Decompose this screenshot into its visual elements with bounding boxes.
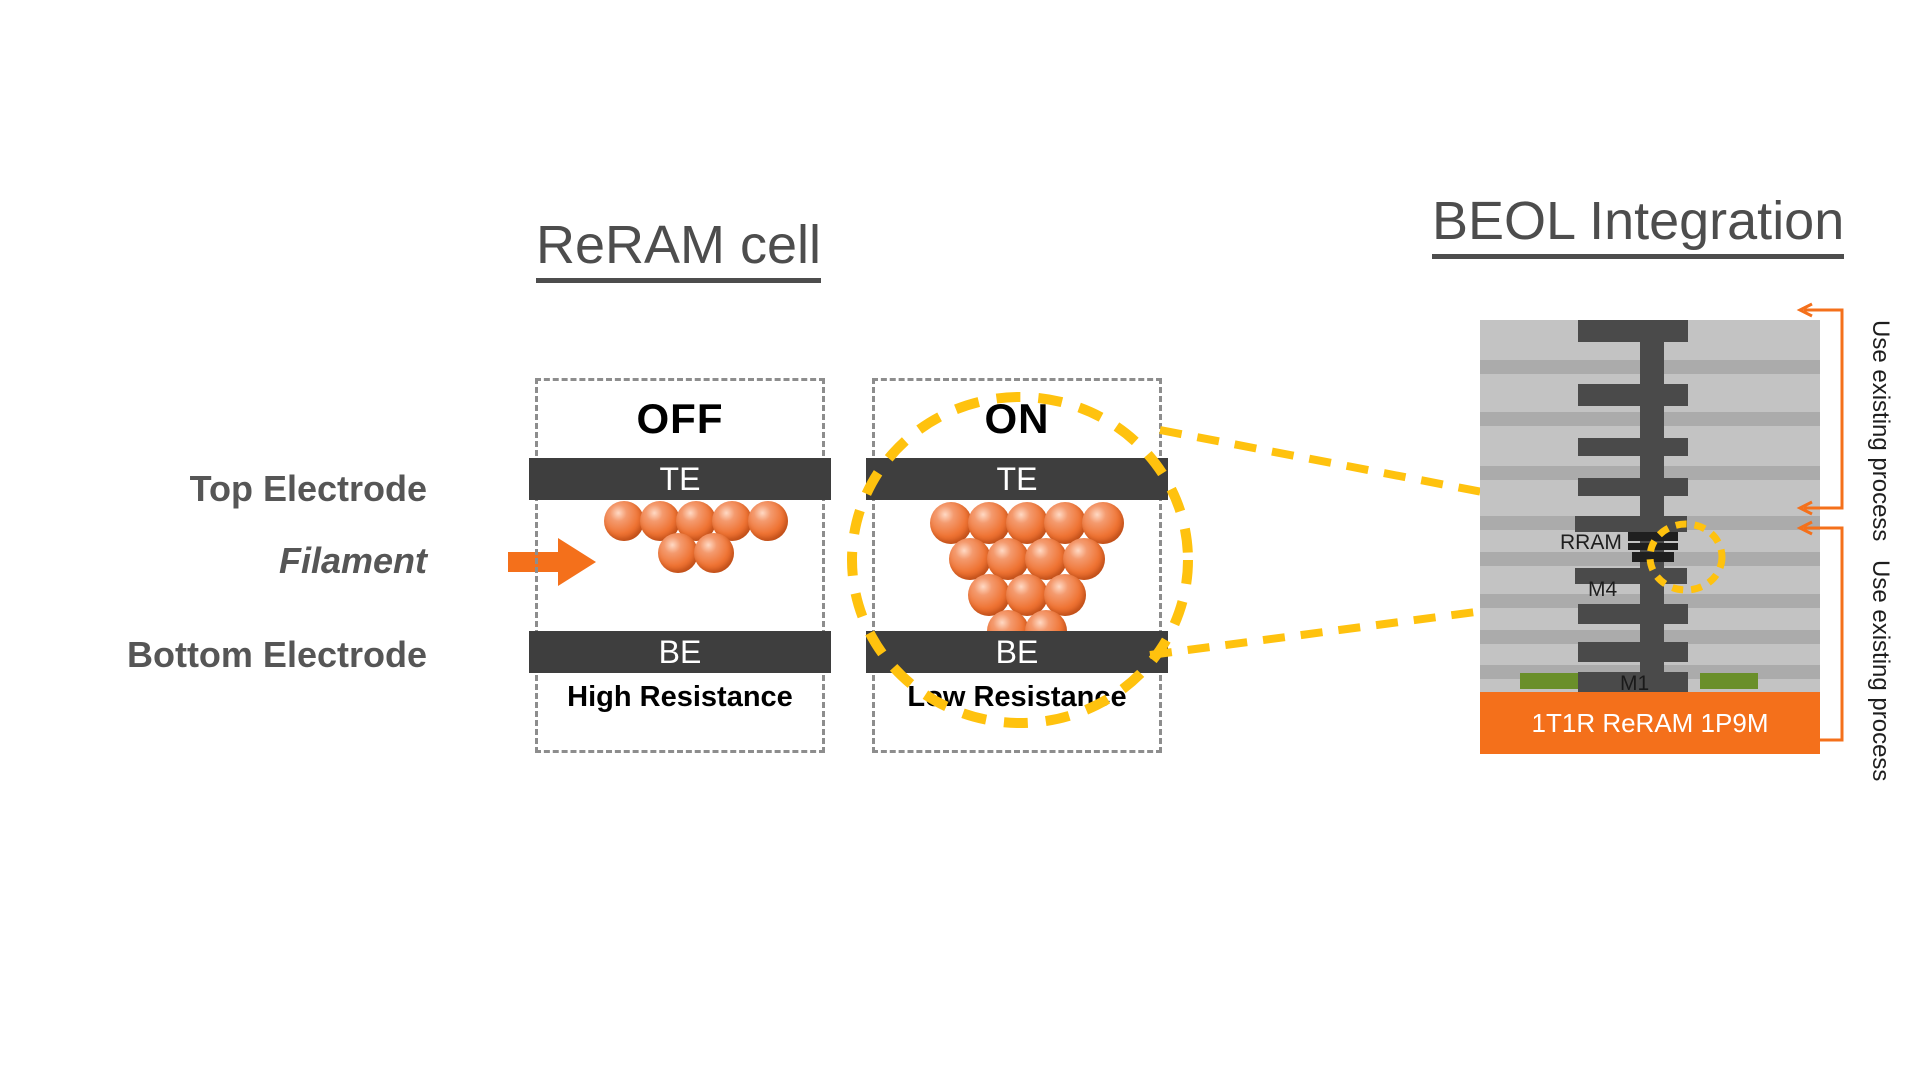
label-filament: Filament bbox=[278, 540, 427, 581]
filament-particle bbox=[748, 501, 788, 541]
metal-line-m5 bbox=[1575, 516, 1687, 532]
resistance-label: Low Resistance bbox=[907, 681, 1127, 713]
rram-switching-layer bbox=[1628, 543, 1678, 550]
rram-label: RRAM bbox=[1560, 531, 1622, 554]
poly-gate-right bbox=[1700, 673, 1758, 689]
bottom-electrode-bar: BE bbox=[529, 631, 831, 673]
m1-label: M1 bbox=[1620, 672, 1650, 695]
rram-top-electrode bbox=[1628, 532, 1678, 541]
via-column bbox=[1640, 324, 1664, 684]
reram-cell-off: OFF TE BE High Resistance bbox=[529, 378, 831, 753]
resistance-label: High Resistance bbox=[567, 681, 793, 713]
label-top-electrode: Top Electrode bbox=[189, 468, 427, 509]
beol-bottom-bar: 1T1R ReRAM 1P9M bbox=[1480, 692, 1820, 754]
title-underline bbox=[536, 278, 822, 283]
beol-integration-title: BEOL Integration bbox=[1432, 190, 1845, 259]
title-underline bbox=[1432, 254, 1845, 259]
metal-line-m1 bbox=[1578, 672, 1688, 694]
filament-cluster-off bbox=[538, 381, 822, 750]
bracket-label-bottom: Use existing process bbox=[1867, 560, 1894, 782]
filament-arrow-icon bbox=[508, 538, 596, 586]
filament-particle bbox=[658, 533, 698, 573]
metal-line-m6 bbox=[1578, 478, 1688, 496]
cell-state-label: OFF bbox=[636, 395, 724, 442]
metal-line-m2 bbox=[1578, 642, 1688, 662]
reram-cell-on: ON TE BE Low Resistance bbox=[866, 378, 1168, 753]
filament-particle bbox=[604, 501, 644, 541]
bottom-electrode-bar: BE bbox=[866, 631, 1168, 673]
metal-line-m9 bbox=[1578, 320, 1688, 342]
bracket-label-top: Use existing process bbox=[1867, 320, 1894, 542]
beol-integration-title-text: BEOL Integration bbox=[1432, 191, 1845, 251]
metal-line-m3 bbox=[1578, 604, 1688, 624]
top-electrode-bar: TE bbox=[529, 458, 831, 500]
beol-stack-diagram: RRAM M4 M1 bbox=[1480, 320, 1820, 718]
rram-bottom-electrode bbox=[1632, 552, 1674, 562]
reram-cell-title: ReRAM cell bbox=[536, 214, 822, 283]
reram-cell-title-text: ReRAM cell bbox=[536, 215, 822, 275]
metal-line-m8 bbox=[1578, 384, 1688, 406]
m4-label: M4 bbox=[1588, 578, 1618, 601]
label-bottom-electrode: Bottom Electrode bbox=[126, 634, 427, 675]
metal-line-m7 bbox=[1578, 438, 1688, 456]
filament-particle bbox=[694, 533, 734, 573]
poly-gate-left bbox=[1520, 673, 1578, 689]
